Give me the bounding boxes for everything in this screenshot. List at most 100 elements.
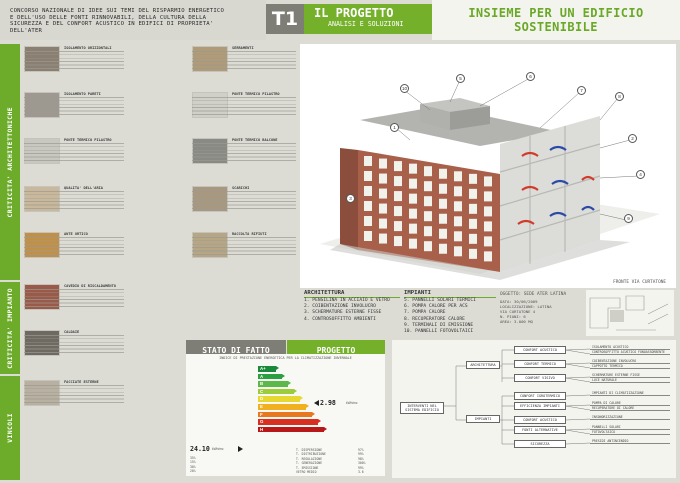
- tree-leaf: ISOLAMENTO ACUSTICO: [590, 345, 670, 350]
- criticality-text-lines: [24, 385, 124, 403]
- facade-window: [379, 218, 387, 229]
- facade-window: [454, 216, 462, 227]
- stato-energy-value: 24.10: [190, 445, 210, 453]
- facade-window: [484, 221, 492, 232]
- facade-window: [379, 188, 387, 199]
- main-title-line: INSIEME PER UN EDIFICIO: [468, 6, 644, 20]
- criticality-text-lines: [192, 191, 296, 209]
- facade-window: [364, 201, 372, 211]
- criticality-text-lines: [192, 237, 296, 255]
- tree-connector: [565, 428, 591, 431]
- project-energy-unit: kWh/mc: [346, 401, 358, 405]
- criticality-text-lines: [24, 289, 124, 307]
- facade-window: [469, 218, 477, 229]
- competition-line: CONCORSO NAZIONALE DI IDEE SUI TEMI DEL …: [10, 8, 225, 14]
- facade-window: [454, 201, 462, 212]
- site-plan: [586, 290, 674, 336]
- tree-connector: [565, 442, 591, 445]
- energy-class-band: B: [258, 381, 291, 387]
- facade-window: [469, 203, 477, 214]
- brick-facade: [358, 150, 500, 272]
- facade-window: [364, 171, 372, 181]
- tree-connector: [565, 376, 591, 379]
- facade-window: [424, 196, 432, 207]
- project-title: IL PROGETTO: [314, 6, 394, 20]
- stato-row: 20%: [190, 469, 196, 474]
- legend-architecture-title: ARCHITETTURA: [304, 290, 400, 298]
- legend-item: 9. TERMINALI DI EMISSIONE: [404, 322, 474, 328]
- facade-window: [409, 178, 417, 189]
- legend-item: 5. PANNELLI SOLARI TERMICI: [404, 298, 476, 303]
- stato-row: 15%: [190, 460, 196, 465]
- facade-window: [439, 198, 447, 209]
- main-title-line: SOSTENIBILE: [514, 20, 598, 34]
- project-class-pointer: [314, 400, 319, 406]
- tree-group-node: CONFORT ACUSTICO: [514, 346, 566, 354]
- criticality-title: ANTE URTICO: [64, 232, 88, 236]
- project-row-label: T. REGOLAZIONE: [296, 456, 323, 461]
- site-info: OGGETTO: SEDE ATER LATINA DATA: 30/06/20…: [500, 292, 584, 324]
- legend-item: 10. PANNELLI FOTOVOLTAICI: [404, 329, 474, 335]
- facade-window: [454, 171, 462, 182]
- tree-leaf: IMPIANTI DI CLIMATIZZAZIONE: [590, 391, 670, 396]
- facade-window: [439, 168, 447, 179]
- callout-marker: 5: [456, 74, 465, 83]
- competition-line: DELL'ATER: [10, 27, 43, 34]
- facade-window: [424, 241, 432, 252]
- building-render-panel: 10 1 5 6 7 8 2 4 9 3 FRONTE VIA CURTATON…: [300, 44, 676, 288]
- stato-row: 35%: [190, 456, 196, 460]
- project-subtitle: ANALISI E SOLUZIONI: [328, 20, 404, 28]
- project-row-label: T. DISPERSIONE: [296, 448, 323, 452]
- facade-window: [364, 186, 372, 196]
- criticality-block: SCARICHI: [192, 186, 296, 212]
- tree-leaf: CAPPOTTO TERMICO: [590, 364, 670, 369]
- criticality-text-lines: [24, 335, 124, 353]
- project-row-value: 3.6: [358, 470, 364, 474]
- criticality-block: PONTE TERMICO PILASTRO: [24, 138, 124, 164]
- callout-marker: 1: [390, 123, 399, 132]
- stato-di-fatto-label: STATO DI FATTO: [202, 346, 270, 355]
- tree-connector: [565, 405, 591, 411]
- callout-marker: 6: [526, 72, 535, 81]
- tree-group-node: CONFORT TERMICO: [514, 360, 566, 368]
- facade-window: [439, 228, 447, 239]
- criticality-title: PONTE TERMICO PILASTRO: [232, 92, 280, 96]
- criticality-title: FACCIATE ESTERNE: [64, 380, 99, 384]
- facade-window: [484, 176, 492, 187]
- site-line: AREA: 3.000 MQ: [500, 319, 533, 324]
- callout-marker: 7: [577, 86, 586, 95]
- legend-item: 3. SCHERMATURE ESTERNE FISSE: [304, 310, 382, 316]
- facade-window: [379, 203, 387, 214]
- facade-window: [409, 163, 417, 174]
- callout-marker: 3: [346, 194, 355, 203]
- facade-window: [454, 231, 462, 242]
- energy-class-band: D: [258, 396, 303, 402]
- criticality-title: SERRAMENTI: [232, 46, 254, 50]
- facade-caption: FRONTE VIA CURTATONE: [613, 280, 666, 285]
- criticality-block: FACCIATE ESTERNE: [24, 380, 124, 406]
- project-title-box: IL PROGETTO ANALISI E SOLUZIONI: [304, 4, 432, 34]
- callout-marker: 4: [636, 170, 645, 179]
- tree-connector: [565, 394, 591, 397]
- tree-connector: [565, 362, 591, 365]
- energy-class-panel: INDICE DI PRESTAZIONE ENERGETICA PER LA …: [186, 354, 385, 476]
- tree-group-node: CONFORT VISIVO: [514, 374, 566, 382]
- criticality-title: PONTE TERMICO BALCONE: [232, 138, 278, 142]
- legend-plant: IMPIANTI 5. PANNELLI SOLARI TERMICI 6. P…: [404, 290, 496, 335]
- panel-code-badge: T1: [266, 4, 304, 34]
- energy-class-band: G: [258, 419, 321, 425]
- facade-window: [484, 191, 492, 202]
- facade-window: [394, 206, 402, 217]
- tree-leaf: LUCE NATURALE: [590, 378, 670, 383]
- facade-window: [409, 193, 417, 204]
- facade-window: [364, 216, 372, 226]
- panel-code: T1: [271, 8, 299, 30]
- tree-branch-node: IMPIANTI: [466, 415, 500, 423]
- competition-line: SICUREZZA E DEL CONFORT ACUSTICO IN EDIF…: [10, 21, 214, 28]
- criticality-block: CALDAIE: [24, 330, 124, 356]
- tree-connector: [565, 363, 591, 369]
- facade-window: [439, 183, 447, 194]
- criticality-title: RACCOLTA RIFIUTI: [232, 232, 267, 236]
- facade-window: [469, 233, 477, 244]
